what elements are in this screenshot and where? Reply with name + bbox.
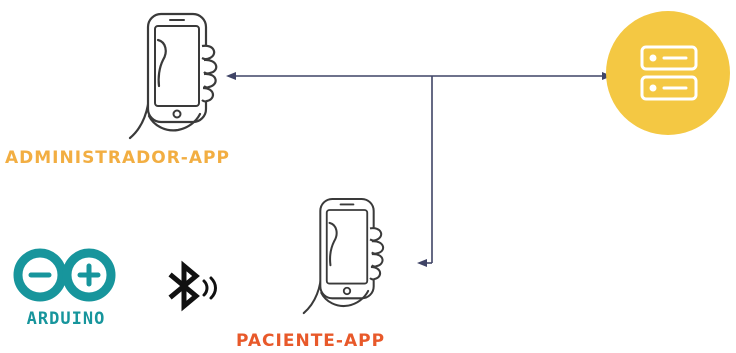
paciente-app-label: PACIENTE-APP — [236, 331, 386, 351]
arrowhead-paciente — [417, 259, 427, 267]
arduino-logo-icon — [13, 248, 116, 302]
server-icon — [606, 11, 730, 135]
hand-phone-icon — [302, 197, 385, 315]
connector-lines — [226, 72, 612, 267]
bluetooth-icon — [168, 260, 217, 312]
arrowhead-left — [226, 72, 236, 80]
administrador-app-label: ADMINISTRADOR-APP — [5, 148, 230, 168]
hand-phone-icon — [128, 12, 218, 140]
arduino-label: ARDUINO — [26, 309, 106, 329]
